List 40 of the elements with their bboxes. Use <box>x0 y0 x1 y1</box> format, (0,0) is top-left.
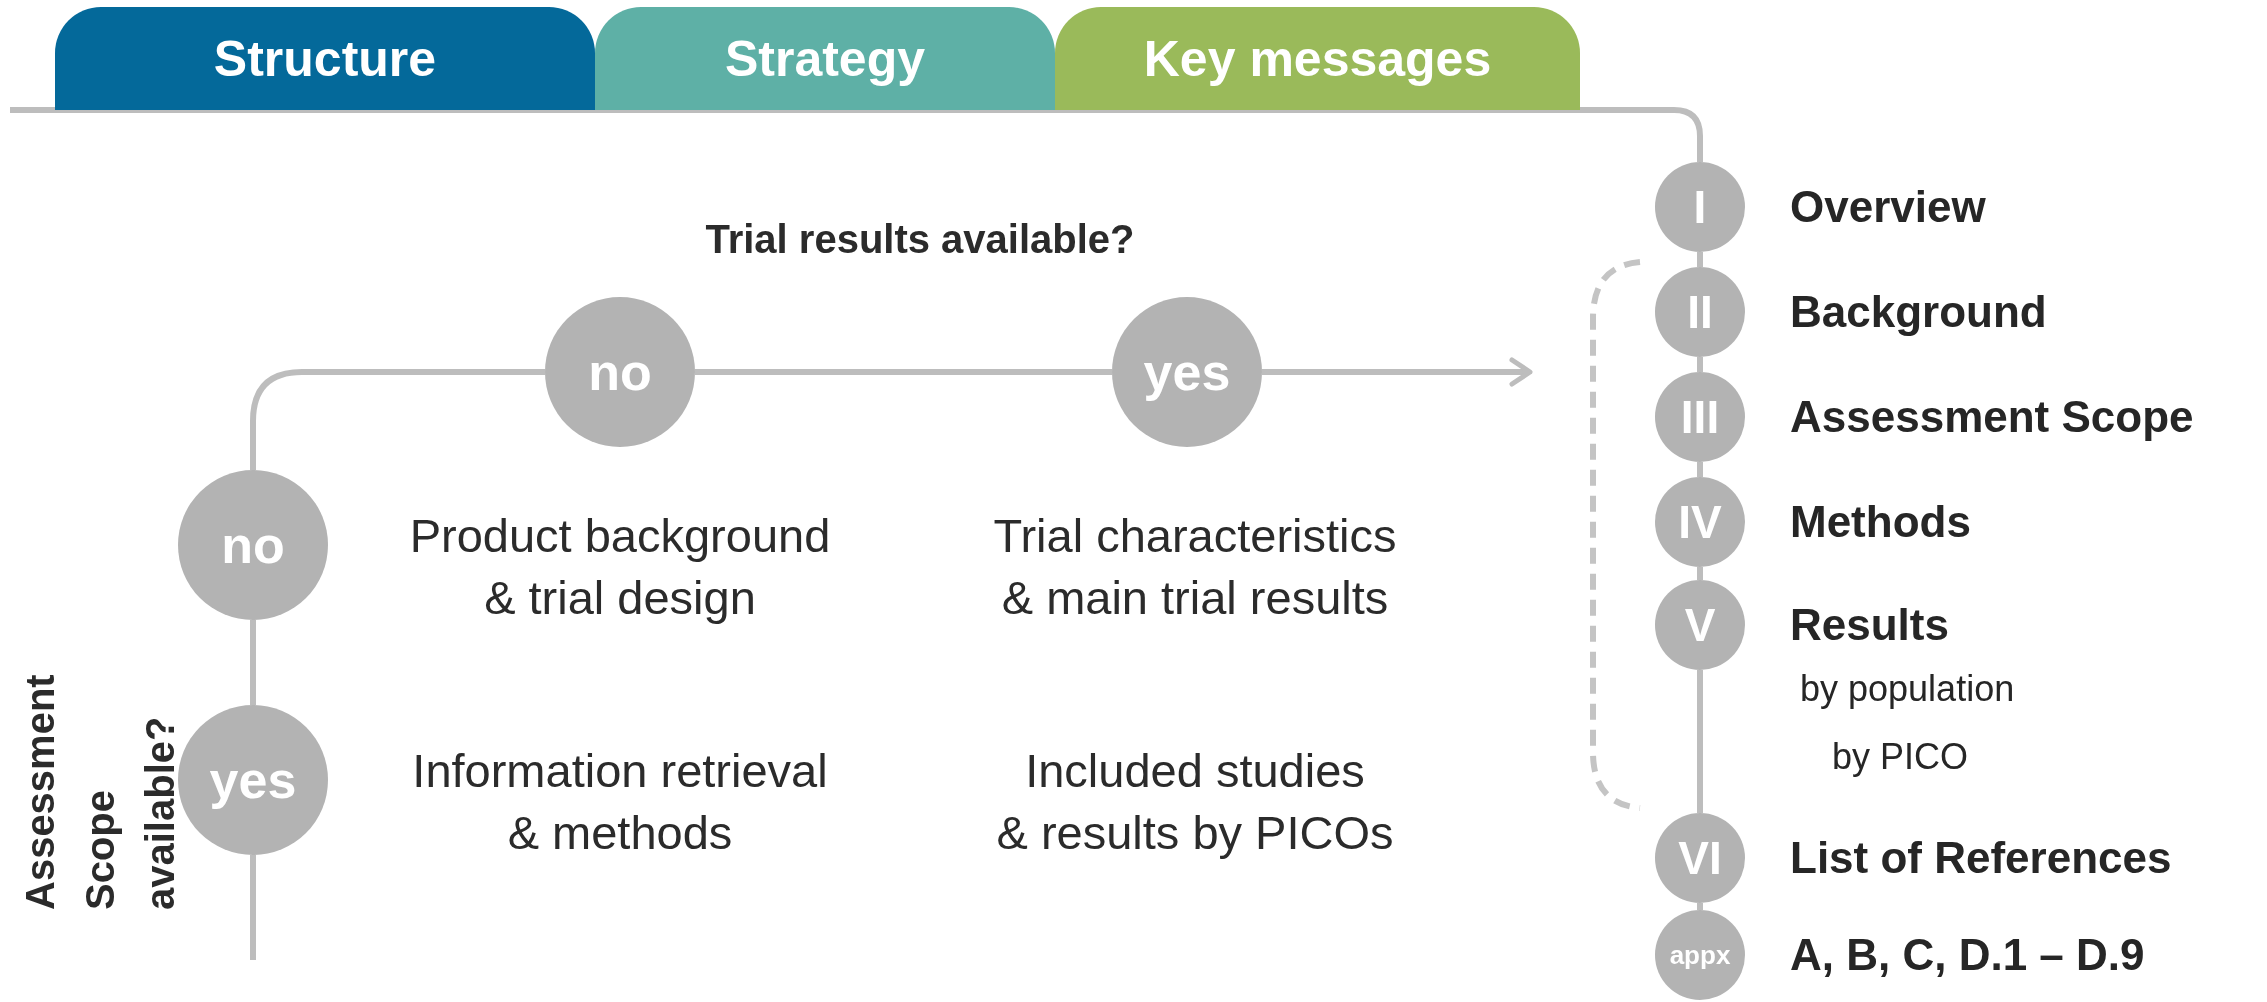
section-title: Overview <box>1790 181 1986 233</box>
connector <box>1262 357 1533 387</box>
section-title: A, B, C, D.1 – D.9 <box>1790 929 2145 981</box>
description-text: Information retrieval & methods <box>411 743 829 861</box>
subsection-text: by population <box>1800 667 2015 711</box>
step-circle: no <box>178 470 328 620</box>
step-circle: IV <box>1655 477 1745 567</box>
section-title: Background <box>1790 286 2047 338</box>
connector <box>1697 462 1703 477</box>
section-title: List of References <box>1790 832 2172 884</box>
step-circle: V <box>1655 580 1745 670</box>
step-circle: yes <box>178 705 328 855</box>
step-circle: III <box>1655 372 1745 462</box>
step-circle: I <box>1655 162 1745 252</box>
step-circle: no <box>545 297 695 447</box>
step-circle: appx <box>1655 910 1745 1000</box>
connector <box>1697 903 1703 910</box>
tab: Structure <box>55 7 595 110</box>
connector <box>1697 252 1703 267</box>
description-text: Product background & trial design <box>408 508 832 626</box>
step-circle: yes <box>1112 297 1262 447</box>
subsection-text: by PICO <box>1832 735 1969 779</box>
question-heading: Trial results available? <box>704 216 1136 263</box>
tab: Key messages <box>1055 7 1580 110</box>
description-text: Trial characteristics & main trial results <box>992 508 1398 626</box>
section-title: Results <box>1790 599 1949 651</box>
section-title: Assessment Scope <box>1790 391 2194 443</box>
section-title: Methods <box>1790 496 1971 548</box>
description-text: Included studies & results by PICOs <box>995 743 1395 861</box>
step-circle: II <box>1655 267 1745 357</box>
connector <box>250 855 256 960</box>
connector <box>10 107 1703 162</box>
step-circle: VI <box>1655 813 1745 903</box>
connector <box>250 369 545 470</box>
connector <box>250 620 256 705</box>
connector <box>1697 357 1703 372</box>
connector <box>1697 567 1703 580</box>
connector <box>1697 670 1703 813</box>
connector <box>695 369 1112 375</box>
tab: Strategy <box>595 7 1055 110</box>
